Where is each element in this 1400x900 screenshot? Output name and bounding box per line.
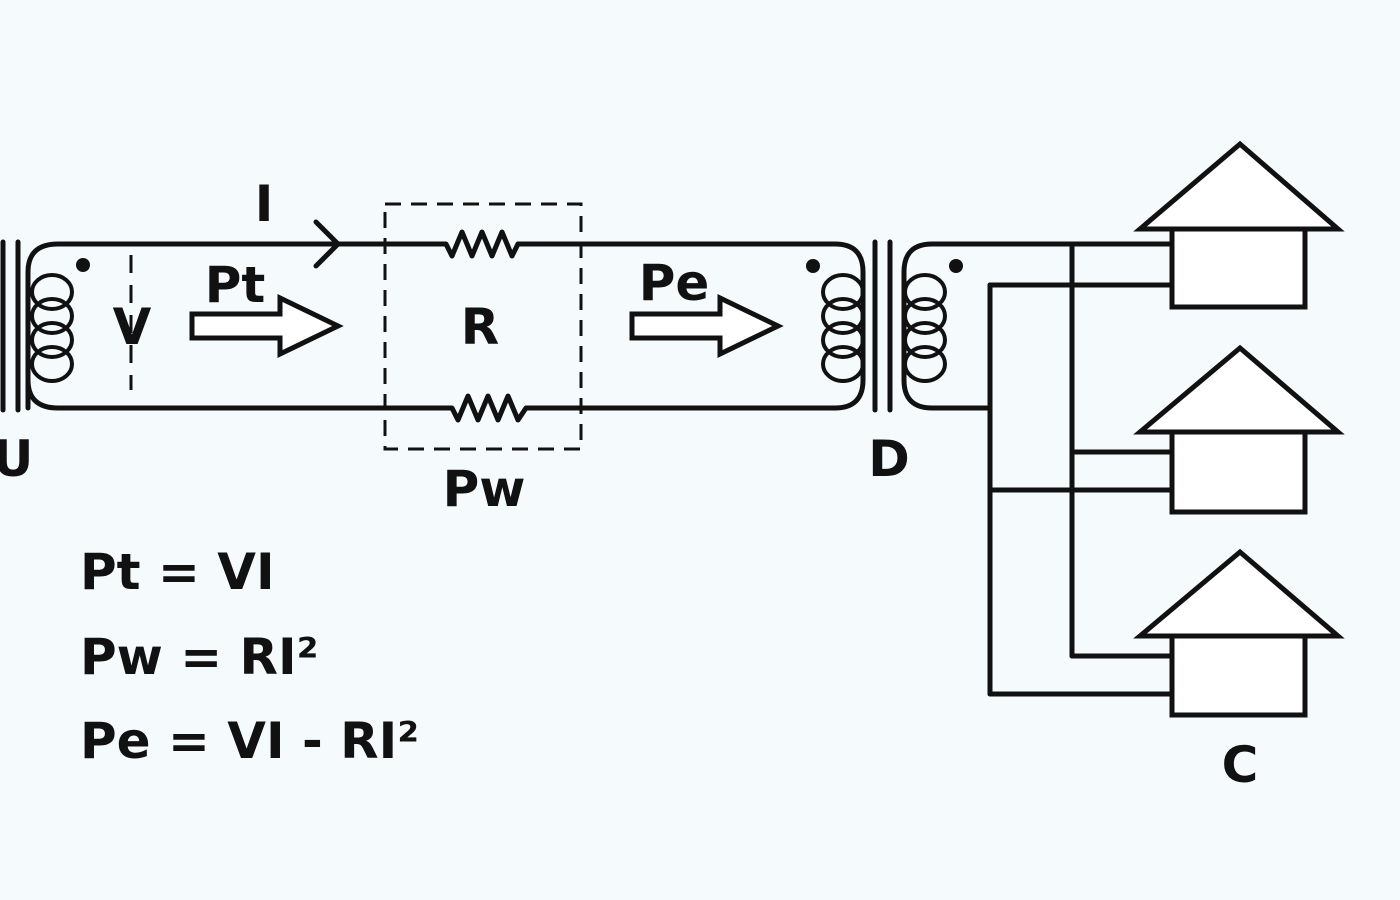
step-down-transformer: [806, 239, 963, 413]
step-down-transformer-label: D: [868, 430, 910, 488]
coil-icon: [30, 273, 74, 383]
polarity-dot-icon: [949, 259, 963, 273]
resistor-top-icon: [435, 229, 521, 259]
equation-transmitted-power: Pt = VI: [80, 543, 275, 601]
transmitted-power-label: Pt: [205, 256, 266, 314]
house-icon: [1133, 140, 1345, 310]
house-icon: [1133, 548, 1345, 718]
consumers-label: C: [1222, 736, 1259, 794]
secondary-winding-loop: [901, 241, 1175, 411]
coil-icon: [821, 273, 865, 383]
resistor-bottom-icon: [441, 393, 533, 423]
current-arrow-icon: [313, 219, 341, 269]
polarity-dot-icon: [806, 259, 820, 273]
equation-delivered-power: Pe = VI - RI²: [80, 712, 420, 770]
coil-icon: [903, 273, 947, 383]
house-icon: [1133, 344, 1345, 515]
wasted-power-label: Pw: [443, 460, 526, 518]
transmission-line-right: [515, 241, 866, 411]
transmission-line-top: [25, 241, 443, 411]
transmission-line-bottom: [25, 377, 453, 411]
delivered-power-label: Pe: [639, 254, 710, 312]
loss-region-box: [383, 202, 583, 451]
polarity-dot-icon: [76, 258, 90, 272]
power-flow-arrow-icon: [629, 294, 784, 358]
power-flow-arrow-icon: [189, 294, 344, 358]
resistance-label: R: [461, 298, 500, 356]
step-up-transformer: [0, 239, 90, 413]
equation-wasted-power: Pw = RI²: [80, 628, 319, 686]
step-up-transformer-label: U: [0, 430, 33, 488]
current-label: I: [255, 175, 274, 233]
voltage-label: V: [113, 298, 152, 356]
